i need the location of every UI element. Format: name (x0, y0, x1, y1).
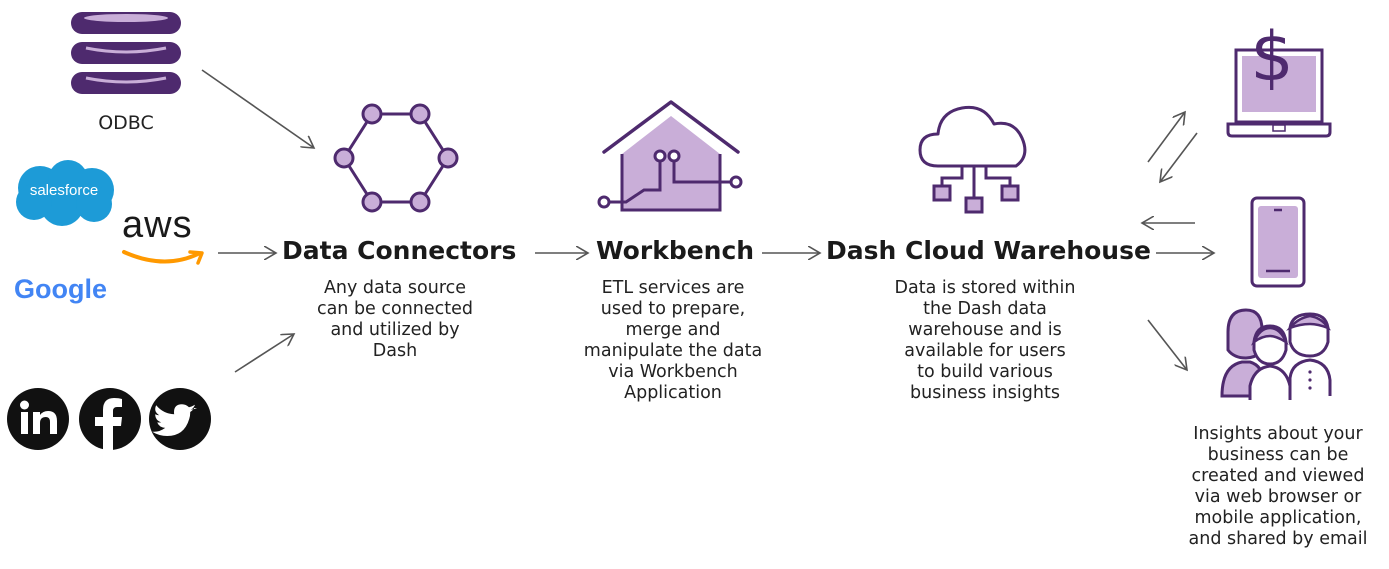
desc-line: used to prepare, (600, 299, 746, 319)
desc-line: available for users (904, 341, 1066, 361)
google-text: Google (14, 274, 107, 304)
workbench-title: Workbench (596, 236, 755, 265)
laptop-dollar-icon: $ (1226, 8, 1332, 140)
arrow-warehouse-to-users (1147, 319, 1187, 370)
desc-line: Insights about your (1193, 424, 1363, 444)
desc-line: via Workbench (608, 362, 738, 382)
desc-line: warehouse and is (908, 320, 1062, 340)
desc-line: and shared by email (1188, 529, 1368, 549)
aws-text: aws (122, 204, 193, 246)
desc-line: the Dash data (923, 299, 1047, 319)
database-icon (68, 8, 184, 100)
desc-line: and utilized by (330, 320, 460, 340)
desc-line: via web browser or (1194, 487, 1362, 507)
data-connectors-title: Data Connectors (282, 236, 517, 265)
outputs-desc: Insights about your business can be crea… (1168, 424, 1388, 550)
facebook-icon[interactable] (77, 386, 143, 452)
desc-line: mobile application, (1194, 508, 1362, 528)
users-group-icon (1218, 306, 1334, 402)
desc-line: business insights (910, 383, 1060, 403)
house-circuit-icon (596, 94, 746, 218)
cloud-network-icon (914, 90, 1034, 218)
google-logo: Google (14, 274, 107, 314)
desc-line: Data is stored within (894, 278, 1076, 298)
desc-line: merge and (625, 320, 721, 340)
linkedin-icon[interactable] (5, 386, 71, 452)
desc-line: manipulate the data (583, 341, 763, 361)
desc-line: ETL services are (601, 278, 745, 298)
workbench-desc: ETL services are used to prepare, merge … (566, 278, 780, 404)
hexagon-network-icon (330, 100, 462, 218)
salesforce-logo: salesforce (10, 158, 118, 230)
desc-line: Any data source (323, 278, 467, 298)
dollar-sign: $ (1250, 18, 1294, 97)
desc-line: created and viewed (1191, 466, 1365, 486)
salesforce-text: salesforce (29, 182, 99, 199)
desc-line: to build various (917, 362, 1053, 382)
desc-line: Application (624, 383, 722, 403)
arrow-odbc-to-connectors (201, 69, 314, 148)
arrow-warehouse-to-laptop (1147, 112, 1185, 163)
warehouse-desc: Data is stored within the Dash data ware… (870, 278, 1100, 404)
desc-line: business can be (1207, 445, 1349, 465)
arrow-laptop-to-warehouse (1160, 132, 1198, 182)
desc-line: can be connected (316, 299, 474, 319)
desc-line: Dash (372, 341, 418, 361)
arrow-social-to-connectors (234, 334, 294, 373)
aws-logo: aws (120, 204, 210, 270)
data-connectors-desc: Any data source can be connected and uti… (290, 278, 500, 362)
twitter-icon[interactable] (147, 386, 213, 452)
mobile-phone-icon (1250, 196, 1306, 288)
warehouse-title: Dash Cloud Warehouse (826, 236, 1151, 265)
odbc-label: ODBC (98, 112, 154, 134)
